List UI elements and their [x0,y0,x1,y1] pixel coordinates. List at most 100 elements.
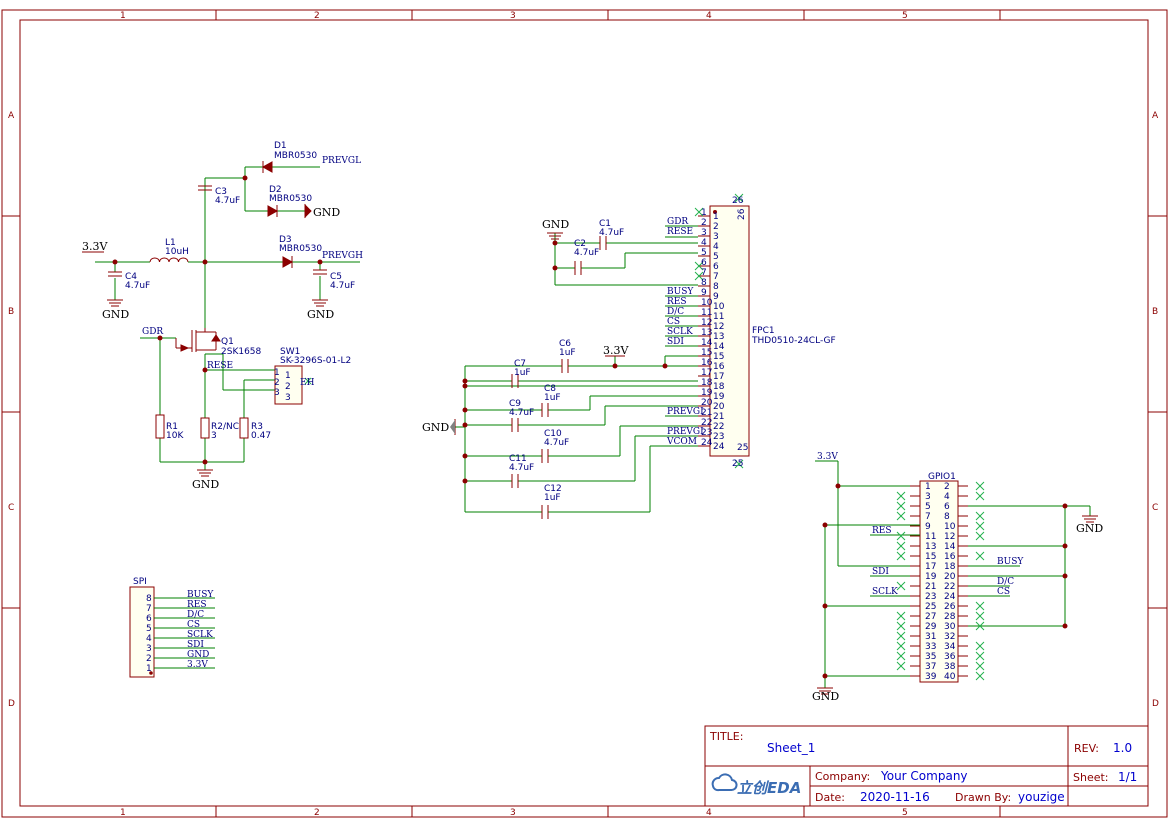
gpio-pin-even: 34 [944,642,956,652]
fpc-pin-number-outer: 17 [701,368,712,378]
fpc-pin-number-inner: 5 [713,252,719,262]
c12-ref: C12 [544,484,562,494]
fpc-pin-number-outer: 22 [701,418,712,428]
fpc-net-label: GDR [667,217,688,227]
gpio-pin-odd: 1 [925,482,931,492]
c11-value: 4.7uF [509,463,534,473]
eda-logo: 立创EDA [737,779,801,797]
gpio-pin-even: 8 [944,512,950,522]
sw1-pin-3: 3 [285,393,291,403]
gpio-no-connect-marks [896,481,985,681]
gpio-pin-odd: 15 [925,552,936,562]
gnd-label-d2: GND [313,206,340,219]
fpc-pin-number-inner: 10 [713,302,725,312]
title-label: TITLE: [709,730,743,743]
net-gdr-left: GDR [142,327,163,337]
fpc-pin-number-inner: 19 [713,392,725,402]
fpc-pin-number-outer: 1 [701,208,707,218]
spi-net-label: RES [187,600,207,610]
gpio-pin-odd: 7 [925,512,931,522]
fpc-pin-number-outer: 20 [701,398,713,408]
fpc-pin-number-outer: 13 [701,328,712,338]
fpc-pin-number-outer: 14 [701,338,713,348]
d1-ref: D1 [274,141,287,151]
q1-ref: Q1 [221,337,234,347]
gpio-net-dc: D/C [997,577,1014,587]
gpio1-ref: GPIO1 [928,472,956,482]
fpc-pin-number-inner: 20 [713,402,725,412]
no-connect-icon [975,521,985,531]
sw1-pin-1: 1 [285,371,291,381]
c3-ref: C3 [215,187,227,197]
c12-value: 1uF [544,493,561,503]
spi-pin-number: 6 [146,614,152,624]
title-block [704,725,1149,807]
fpc-net-label: SCLK [667,327,693,337]
zone-col-4-top: 4 [706,11,712,21]
q1-value: 2SK1658 [221,347,262,357]
spi-pin-number: 5 [146,624,152,634]
d2-value: MBR0530 [269,194,312,204]
c8-ref: C8 [544,384,556,394]
no-connect-icon [975,661,985,671]
spi-net-label: SDI [187,640,204,650]
fpc-net-labels: GDRRESEBUSYRESD/CCSSCLKSDIPREVGIPREVGIVC… [666,217,704,447]
fpc-pin-number-outer: 15 [701,348,712,358]
zone-col-4-bottom: 4 [706,808,712,818]
v33-label-fpc: 3.3V [603,344,629,357]
fpc-pin-number-outer: 23 [701,428,712,438]
fpc-pin-number-inner: 24 [713,442,725,452]
no-connect-icon [975,551,985,561]
fpc-pin-25-label: 25 [737,443,748,453]
fpc-net-label: RES [667,297,687,307]
fpc-pin-number-outer: 10 [701,298,713,308]
zone-row-c-right: C [1152,503,1158,513]
gpio-net-busy: BUSY [997,557,1024,567]
gpio-net-sclk: SCLK [872,587,898,597]
gpio-net-cs: CS [997,587,1010,597]
fpc-pin-number-inner: 18 [713,382,725,392]
sheet-frame [1,9,1168,818]
spi-header [129,586,155,678]
fpc-caps [450,193,744,519]
fpc-pin-number-outer: 8 [701,278,707,288]
boost-parts [108,161,327,465]
fpc1-ref: FPC1 [752,326,775,336]
gpio-net-3v3: 3.3V [817,452,838,462]
c5-value: 4.7uF [330,281,355,291]
power-3v3-label: 3.3V [82,240,108,253]
gpio-pin-even: 20 [944,572,956,582]
fpc-pin-number-inner: 3 [713,232,719,242]
gpio-pin-odd: 39 [925,672,937,682]
spi-net-label: GND [187,650,209,660]
gpio-pin-even: 18 [944,562,956,572]
r2-value: 3 [211,431,217,441]
zone-labels: 1 2 3 4 5 1 2 3 4 5 A B C D A B C D [8,11,1159,818]
fpc1-value: THD0510-24CL-GF [751,336,836,346]
gnd-label-c5: GND [307,308,334,321]
zone-col-1-bottom: 1 [120,808,126,818]
zone-col-5-top: 5 [902,11,908,21]
no-connect-icon [896,631,906,641]
c6-value: 1uF [559,348,576,358]
fpc-pin-number-outer: 4 [701,238,707,248]
fpc-pin-number-inner: 6 [713,262,719,272]
gpio-pin-even: 26 [944,602,956,612]
spi-pin-number: 7 [146,604,152,614]
gpio-gnd-left: GND [812,690,839,703]
fpc-net-label: SDI [667,337,684,347]
gnd-label-fpc: GND [542,218,569,231]
l1-value: 10uH [165,247,189,257]
gpio-pin-odd: 11 [925,532,936,542]
fpc-circuit [455,205,750,513]
d3-ref: D3 [279,235,292,245]
r2-ref: R2/NC [211,422,239,432]
gpio-pin-odd: 35 [925,652,936,662]
zone-col-5-bottom: 5 [902,808,908,818]
gpio-pin-odd: 13 [925,542,936,552]
c1-value: 4.7uF [599,228,624,238]
c11-ref: C11 [509,454,527,464]
r3-value: 0.47 [251,431,271,441]
fpc-pin-number-inner: 9 [713,292,719,302]
